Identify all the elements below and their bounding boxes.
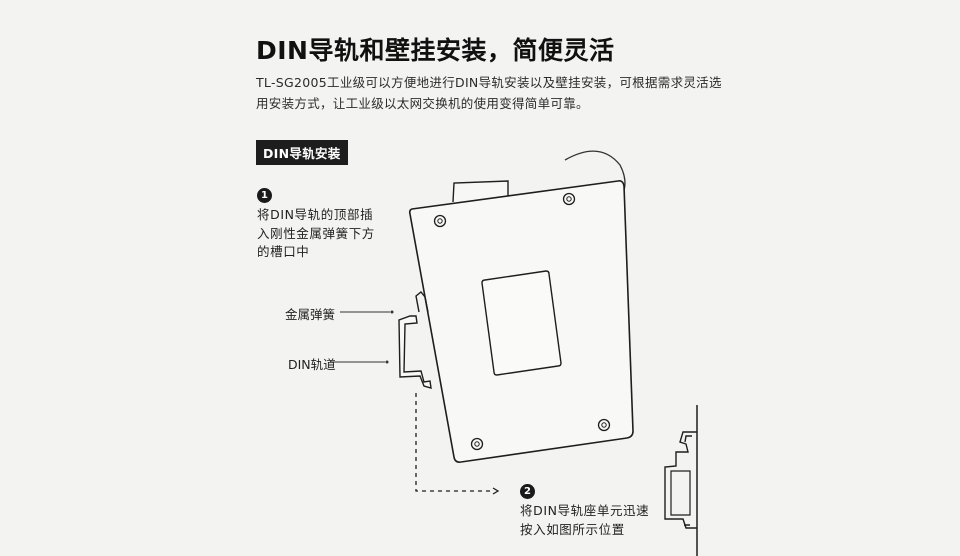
step-2-line-2: 按入如图所示位置 [520, 521, 625, 537]
page-title: DIN导轨和壁挂安装，简便灵活 [256, 36, 615, 65]
screw-top-left-icon [433, 214, 447, 228]
arrowhead-right-icon [492, 487, 500, 495]
din-rail-profile [398, 315, 432, 389]
step-1-line-2: 入刚性金属弹簧下方 [257, 225, 375, 241]
screw-bottom-right-icon [597, 418, 611, 432]
dashed-move-arrow [415, 393, 493, 492]
description-line-1: TL-SG2005工业级可以方便地进行DIN导轨安装以及壁挂安装，可根据需求灵活… [256, 75, 722, 90]
step-1-text: 将DIN导轨的顶部插 入刚性金属弹簧下方 的槽口中 [257, 206, 375, 262]
description-line-2: 用安装方式，让工业级以太网交换机的使用变得简单可靠。 [256, 96, 589, 111]
step-2-number-icon: 2 [520, 484, 535, 499]
spring-callout-label: 金属弹簧 [285, 307, 336, 322]
mounted-rail-inner [670, 470, 691, 516]
device-label-window [481, 270, 562, 376]
step-2-line-1: 将DIN导轨座单元迅速 [520, 503, 650, 518]
din-clip-spring [415, 291, 429, 313]
step-1-number-icon: 1 [257, 188, 272, 203]
step-1-line-1: 将DIN导轨的顶部插 [257, 207, 374, 222]
device-top-tab [452, 180, 509, 203]
screw-top-right-icon [562, 192, 576, 206]
screw-bottom-left-icon [470, 437, 484, 451]
step-2-text: 将DIN导轨座单元迅速 按入如图所示位置 [520, 502, 649, 539]
mounted-din-rail [664, 431, 697, 529]
page-description: TL-SG2005工业级可以方便地进行DIN导轨安装以及壁挂安装，可根据需求灵活… [256, 72, 726, 114]
step-1-line-3: 的槽口中 [257, 244, 310, 259]
section-badge: DIN导轨安装 [256, 140, 348, 165]
rail-callout-label: DIN轨道 [288, 357, 336, 372]
